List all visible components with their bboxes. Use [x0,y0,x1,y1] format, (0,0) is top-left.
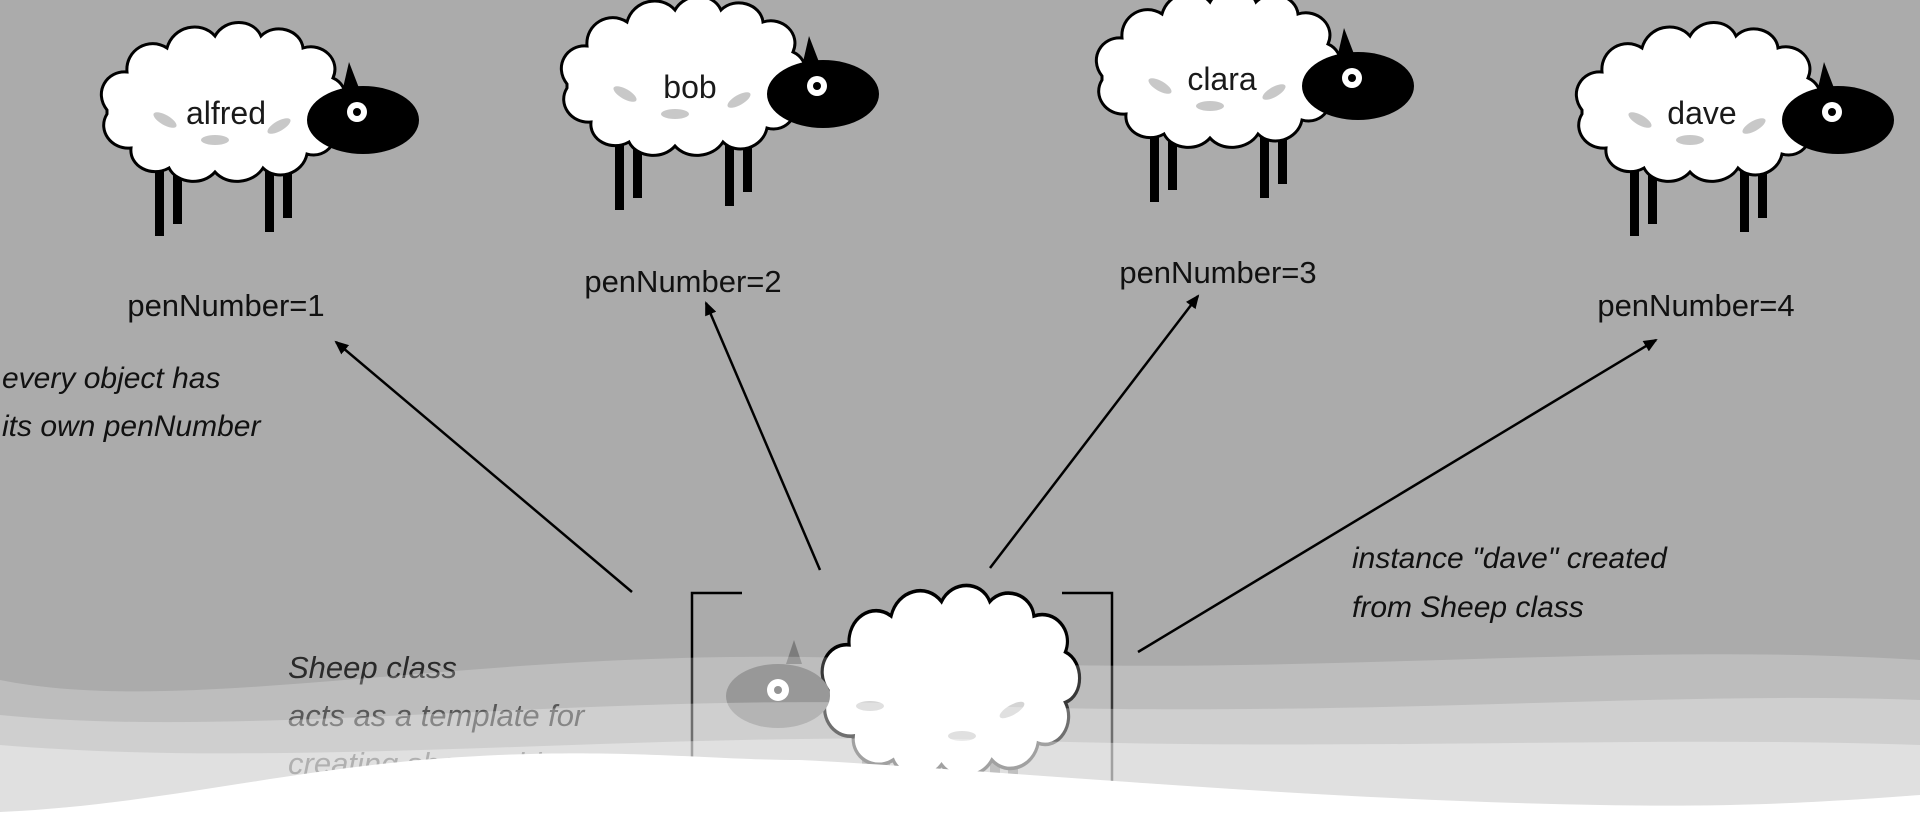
arrow-to-dave [1137,338,1658,654]
pen-number-label-alfred: penNumber=1 [127,288,324,323]
arrow-to-bob [704,301,822,571]
sheep-name-alfred: alfred [186,95,266,131]
sheep-dave: dave penNumber=4 [1576,23,1894,323]
sheep-clara: clara penNumber=3 [1096,0,1414,290]
pen-number-label-bob: penNumber=2 [584,264,781,299]
sheep-name-bob: bob [663,69,716,105]
sheep-bob-icon [561,0,879,210]
sheep-bob: bob penNumber=2 [561,0,879,299]
note-every-object-line2: its own penNumber [2,410,261,443]
note-class-line1: Sheep class [288,650,457,685]
arrow-to-clara [989,294,1200,569]
pen-number-label-clara: penNumber=3 [1119,255,1316,290]
sheep-name-dave: dave [1667,95,1736,131]
pen-number-label-dave: penNumber=4 [1597,288,1794,323]
note-instance-line1: instance "dave" created [1352,542,1668,575]
note-class-line2: acts as a template for [288,698,586,733]
wave-overlay [0,654,1920,828]
sheep-clara-icon [1096,0,1414,202]
arrow-to-alfred [334,340,633,593]
sheep-name-clara: clara [1187,61,1257,97]
note-every-object-line1: every object has [2,362,220,395]
sheep-alfred: alfred penNumber=1 [101,23,419,323]
note-instance-line2: from Sheep class [1352,591,1584,624]
